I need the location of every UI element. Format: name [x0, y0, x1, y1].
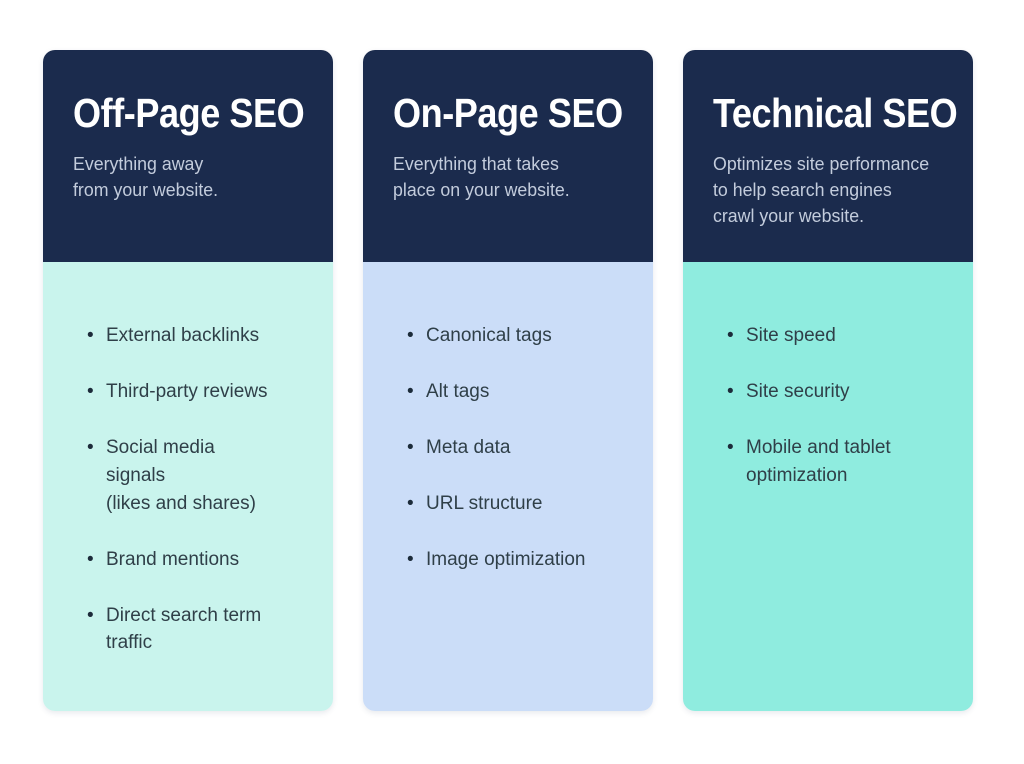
card-description: Optimizes site performance to help searc… — [713, 153, 930, 226]
card-technical-seo: Technical SEO Optimizes site performance… — [683, 50, 973, 711]
card-on-page-seo: On-Page SEO Everything that takes place … — [363, 50, 653, 711]
card-description: Everything that takes place on your webs… — [393, 153, 570, 200]
list-item: Alt tags — [407, 378, 635, 406]
card-header: On-Page SEO Everything that takes place … — [363, 50, 653, 262]
list-item: Third-party reviews — [87, 378, 315, 406]
card-title: Technical SEO — [713, 90, 958, 136]
bullet-list: External backlinks Third-party reviews S… — [87, 322, 315, 657]
card-body: External backlinks Third-party reviews S… — [43, 262, 333, 711]
card-title: On-Page SEO — [393, 90, 623, 136]
card-off-page-seo: Off-Page SEO Everything away from your w… — [43, 50, 333, 711]
list-item: Brand mentions — [87, 546, 315, 574]
list-item: Social media signals (likes and shares) — [87, 434, 315, 518]
list-item: Direct search term traffic — [87, 602, 315, 658]
card-header: Off-Page SEO Everything away from your w… — [43, 50, 333, 262]
list-item: Site security — [727, 378, 955, 406]
list-item: External backlinks — [87, 322, 315, 350]
list-item: Site speed — [727, 322, 955, 350]
list-item: Canonical tags — [407, 322, 635, 350]
bullet-list: Site speed Site security Mobile and tabl… — [727, 322, 955, 490]
card-title: Off-Page SEO — [73, 90, 305, 136]
card-header: Technical SEO Optimizes site performance… — [683, 50, 973, 262]
card-body: Site speed Site security Mobile and tabl… — [683, 262, 973, 711]
list-item: Image optimization — [407, 546, 635, 574]
card-body: Canonical tags Alt tags Meta data URL st… — [363, 262, 653, 711]
list-item: Mobile and tablet optimization — [727, 434, 955, 490]
list-item: Meta data — [407, 434, 635, 462]
list-item: URL structure — [407, 490, 635, 518]
bullet-list: Canonical tags Alt tags Meta data URL st… — [407, 322, 635, 574]
card-description: Everything away from your website. — [73, 153, 219, 200]
